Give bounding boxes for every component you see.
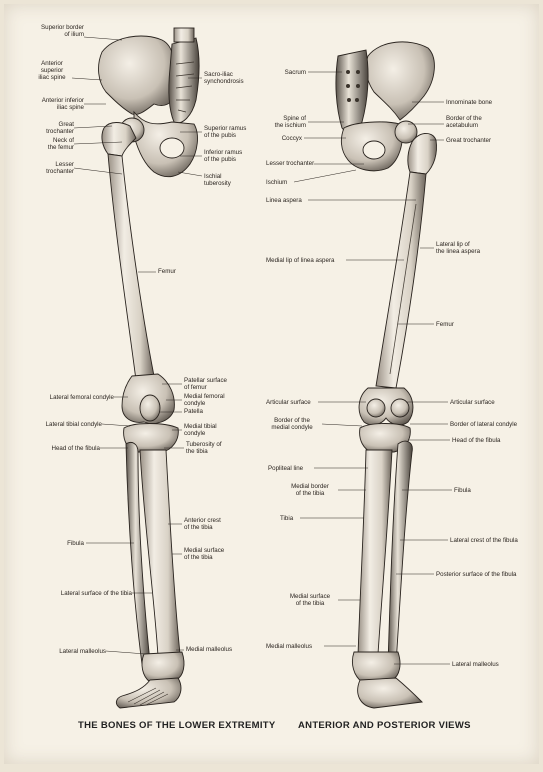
anterior-ankle (141, 651, 185, 683)
leader-lines (71, 36, 452, 665)
label-articular-surface-right: Articular surface (450, 399, 495, 406)
label-lesser-trochanter-posterior: Lesser trochanter (266, 160, 315, 167)
label-lateral-surface-tibia: Lateral surface of the tibia (60, 590, 132, 597)
anterior-sacral-top (173, 27, 195, 43)
label-lateral-tibial-condyle: Lateral tibial condyle (45, 421, 102, 428)
label-medial-femoral-condyle: Medial femoral condyle (184, 393, 225, 407)
anterior-ilium (98, 35, 177, 115)
posterior-femur-shaft (375, 171, 427, 389)
label-medial-malleolus-anterior: Medial malleolus (186, 646, 233, 653)
label-medial-surface-tibia-posterior: Medial surface of the tibia (289, 593, 331, 607)
label-lesser-trochanter-anterior: Lesser trochanter (46, 161, 74, 175)
label-medial-malleolus-posterior: Medial malleolus (266, 643, 313, 650)
posterior-trochanter (407, 133, 437, 175)
label-medial-surface-tibia-anterior: Medial surface of the tibia (184, 547, 225, 561)
plate: Superior border of ilium Anterior superi… (4, 4, 539, 764)
label-lateral-malleolus-anterior: Lateral malleolus (59, 648, 106, 655)
obturator-foramen (159, 137, 185, 159)
label-border-of-acetabulum: Border of the acetabulum (446, 115, 482, 129)
label-head-of-fibula-posterior: Head of the fibula (452, 437, 501, 444)
label-lateral-malleolus-posterior: Lateral malleolus (452, 661, 499, 668)
posterior-foot (357, 677, 423, 709)
label-anterior-inferior-iliac-spine: Anterior inferior iliac spine (41, 97, 84, 111)
skeleton-illustration (71, 27, 452, 709)
label-medial-lip-linea-aspera: Medial lip of linea aspera (266, 257, 335, 264)
anterior-view (98, 27, 200, 709)
anterior-foot (115, 677, 182, 709)
posterior-obturator (362, 140, 386, 160)
posterior-fibula (387, 440, 413, 665)
label-spine-of-ischium: Spine of the ischium (274, 115, 306, 129)
label-popliteal-line: Popliteal line (268, 465, 304, 472)
label-great-trochanter-posterior: Great trochanter (446, 137, 492, 144)
label-posterior-surface-fibula: Posterior surface of the fibula (436, 571, 517, 578)
label-fibula-anterior: Fibula (67, 540, 84, 547)
label-coccyx: Coccyx (281, 135, 302, 142)
label-sacro-iliac-synchondrosis: Sacro-iliac synchondrosis (204, 71, 244, 85)
label-inferior-ramus-pubis: Inferior ramus of the pubis (204, 149, 243, 163)
label-border-lateral-condyle: Border of lateral condyle (450, 421, 518, 428)
posterior-ilium (365, 41, 435, 121)
posterior-tibia-shaft (357, 449, 393, 657)
label-patellar-surface-femur: Patellar surface of femur (184, 377, 227, 391)
label-innominate-bone: Innominate bone (446, 99, 493, 106)
label-head-of-fibula-anterior: Head of the fibula (51, 445, 100, 452)
label-anterior-crest-tibia: Anterior crest of the tibia (184, 517, 221, 531)
label-neck-of-femur: Neck of the femur (47, 137, 74, 151)
label-ischium: Ischium (266, 179, 288, 186)
posterior-femoral-head (394, 120, 418, 144)
anterior-sacrum (168, 37, 200, 124)
label-border-medial-condyle: Border of the medial condyle (271, 417, 313, 431)
label-articular-surface-left: Articular surface (266, 399, 311, 406)
label-fibula-posterior: Fibula (454, 487, 471, 494)
posterior-sacrum (335, 49, 369, 134)
label-linea-aspera: Linea aspera (266, 197, 302, 204)
anterior-fibula (125, 441, 151, 665)
label-femur-posterior: Femur (436, 321, 454, 328)
label-lateral-lip-linea-aspera: Lateral lip of the linea aspera (436, 241, 481, 255)
label-lateral-femoral-condyle: Lateral femoral condyle (49, 394, 114, 401)
label-tibia: Tibia (280, 515, 294, 522)
label-lateral-crest-fibula: Lateral crest of the fibula (450, 537, 518, 544)
anterior-femur-neck (101, 122, 137, 157)
label-medial-border-tibia: Medial border of the tibia (291, 483, 329, 497)
label-superior-ramus-pubis: Superior ramus of the pubis (204, 125, 247, 139)
label-tuberosity-of-tibia: Tuberosity of the tibia (186, 441, 222, 455)
label-patella: Patella (184, 408, 203, 415)
caption-right: ANTERIOR AND POSTERIOR VIEWS (298, 720, 471, 731)
posterior-ankle (351, 651, 401, 683)
label-anterior-superior-iliac-spine: Anterior superior iliac spine (38, 60, 66, 81)
label-medial-tibial-condyle: Medial tibial condyle (184, 423, 217, 437)
caption-left: THE BONES OF THE LOWER EXTREMITY (78, 720, 276, 731)
label-sacrum: Sacrum (284, 69, 306, 76)
anterior-patella (139, 394, 161, 422)
label-femur-anterior: Femur (158, 268, 176, 275)
label-ischial-tuberosity: Ischial tuberosity (204, 173, 231, 187)
label-superior-border-ilium: Superior border of ilium (41, 24, 84, 38)
anterior-femur-shaft (107, 153, 155, 381)
label-great-trochanter-anterior: Great trochanter (46, 121, 74, 135)
posterior-view (335, 41, 437, 709)
